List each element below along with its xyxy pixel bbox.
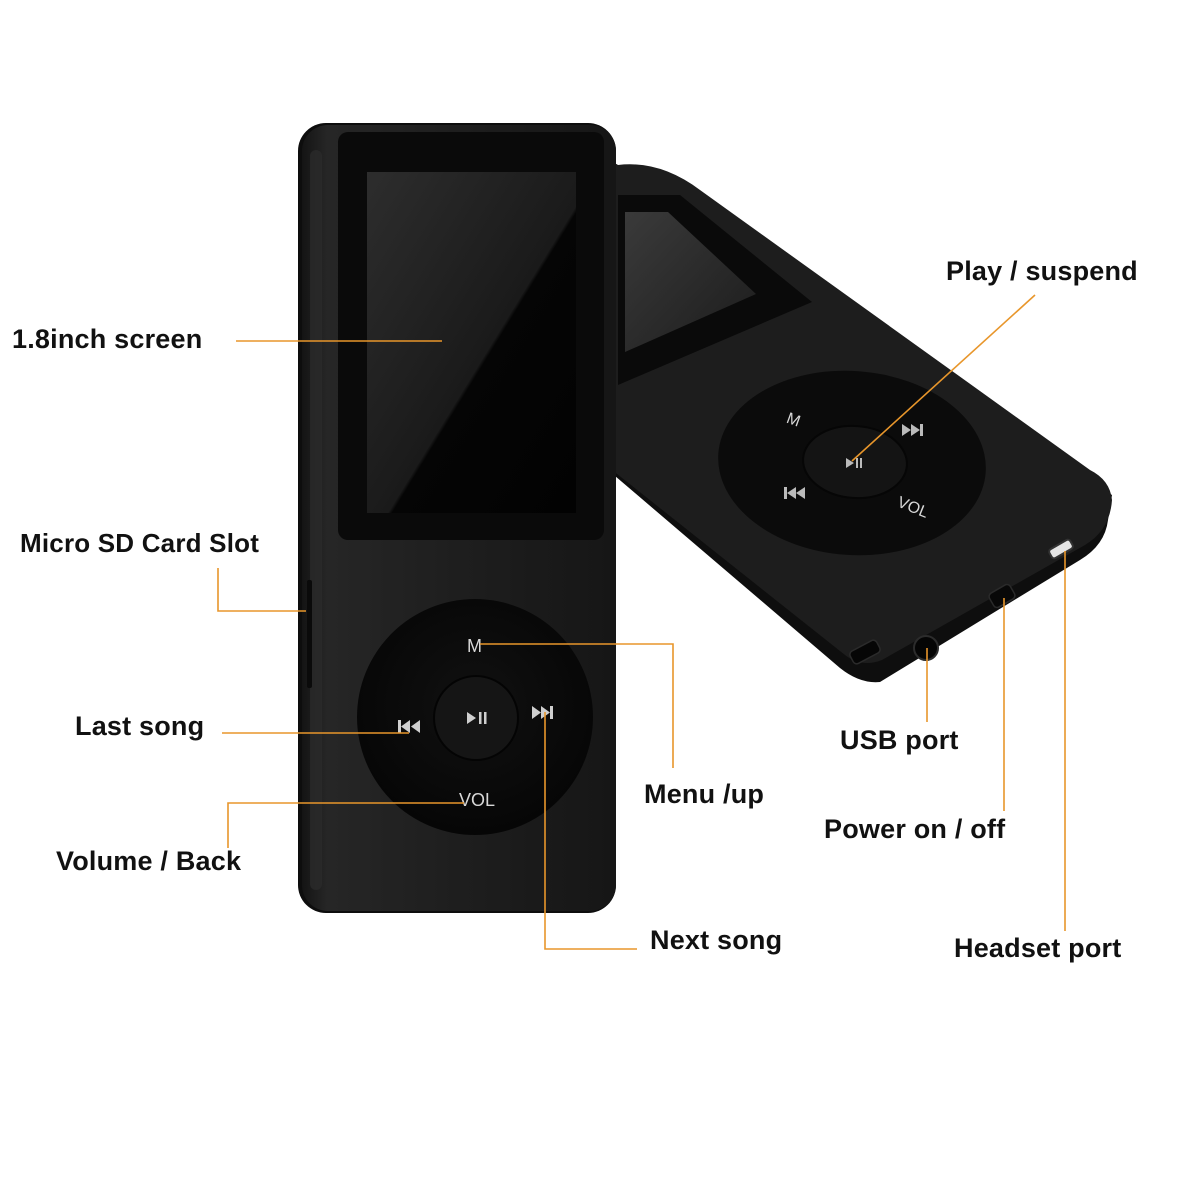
front-player: M VOL: [298, 123, 616, 913]
label-play-suspend: Play / suspend: [946, 256, 1138, 286]
label-power: Power on / off: [824, 814, 1006, 844]
tilted-play-pause-icon[interactable]: [846, 458, 862, 468]
power-switch[interactable]: [988, 583, 1017, 609]
callout-sd-slot: [217, 568, 306, 612]
tilted-next-track-icon[interactable]: [902, 424, 923, 436]
label-next-song: Next song: [650, 925, 783, 955]
lanyard-hole: [849, 639, 881, 665]
label-menu-up: Menu /up: [644, 779, 765, 809]
label-screen: 1.8inch screen: [12, 324, 203, 354]
callout-menu-up: [480, 643, 674, 768]
volume-button[interactable]: VOL: [459, 790, 495, 810]
play-pause-icon[interactable]: [467, 712, 487, 724]
tilted-previous-track-icon[interactable]: [784, 487, 805, 499]
label-volume-back: Volume / Back: [56, 846, 242, 876]
callout-lines: [217, 294, 1066, 950]
callout-play-suspend: [851, 294, 1036, 462]
label-headset: Headset port: [954, 933, 1122, 963]
usb-port: [913, 635, 939, 661]
tilted-play-button[interactable]: [801, 422, 910, 501]
menu-button[interactable]: M: [467, 636, 482, 656]
screen: [367, 172, 576, 513]
previous-track-icon[interactable]: [398, 720, 420, 733]
label-last-song: Last song: [75, 711, 205, 741]
tilted-player-screen-inner: [625, 212, 756, 352]
label-usb-port: USB port: [840, 725, 959, 755]
callout-volume-back: [227, 802, 464, 848]
headset-port: [1048, 538, 1074, 560]
micro-sd-slot: [307, 580, 312, 688]
tilted-menu-button[interactable]: M: [784, 410, 802, 431]
callout-next-song: [544, 712, 637, 950]
tilted-player: M VOL: [608, 163, 1112, 683]
side-highlight: [310, 150, 322, 890]
label-sd-slot: Micro SD Card Slot: [20, 528, 260, 558]
